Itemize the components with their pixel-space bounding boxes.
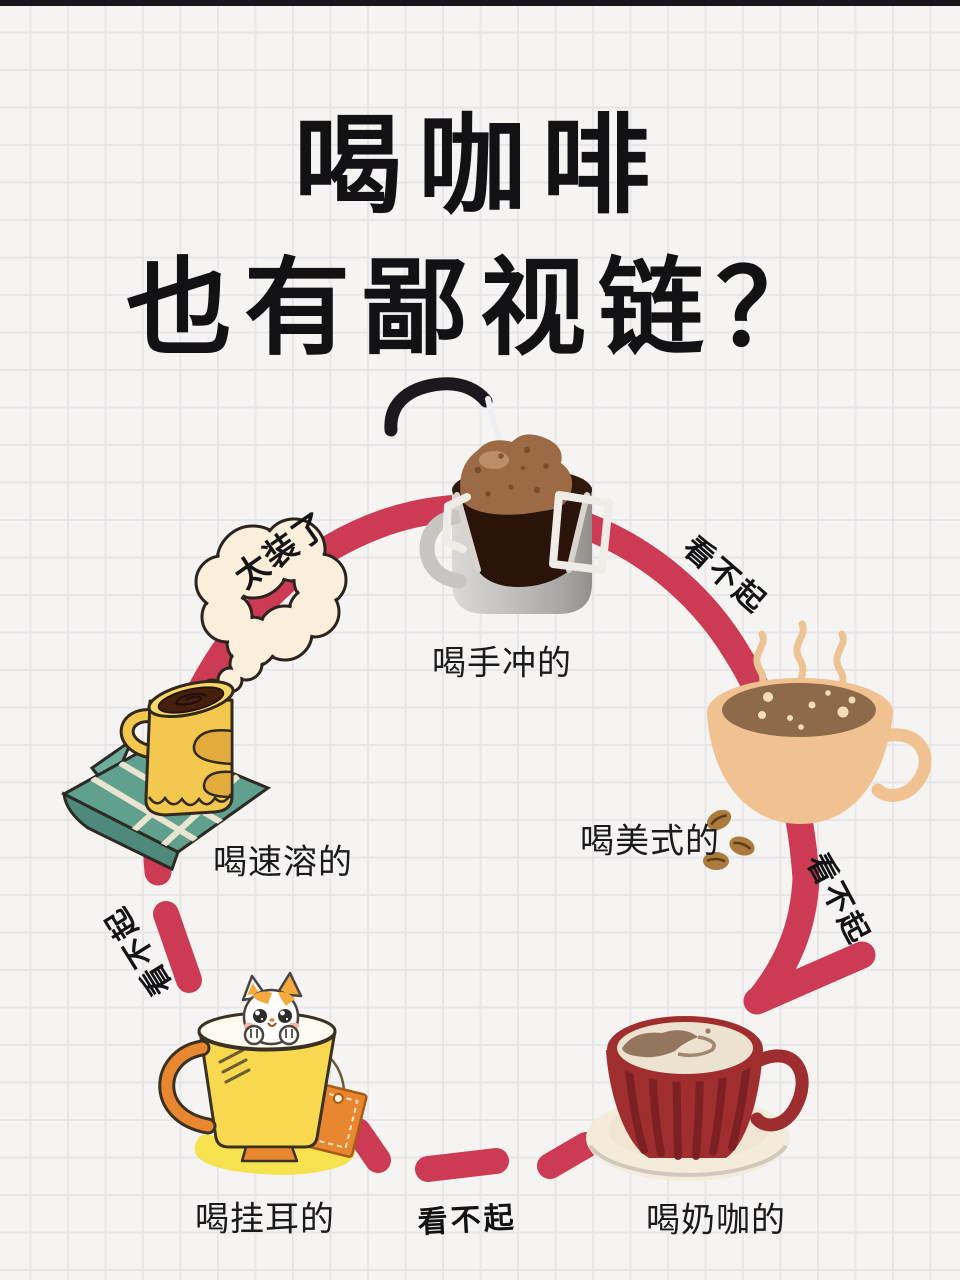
americano-cup-illustration [703,620,932,871]
page-title-line2: 也有鄙视链？ [126,250,834,368]
edge-label-milk-dripbag: 看不起 [416,1201,518,1240]
yellow-cup-body [198,1029,337,1149]
top-edge-bar [0,0,960,6]
pourover-illustration [384,377,613,614]
node-label-dripbag: 喝挂耳的 [195,1200,335,1239]
steam-cloud [191,517,348,707]
arrow-head [743,941,876,1015]
cat-paws [243,1024,300,1046]
cup-foot [240,1145,299,1163]
dashed-connector-bottom [345,1118,599,1182]
node-label-pourover: 喝手冲的 [432,644,572,683]
milk-coffee-cup-illustration [586,1016,809,1181]
dripbag-cup-cat-illustration [158,971,368,1175]
node-label-americano: 喝美式的 [580,822,720,861]
instant-coffee-illustration [60,679,272,872]
cup-body [707,714,893,824]
black-coffee-surface [722,683,876,737]
coffee-bubbles [758,690,856,730]
orange-handle [161,1042,214,1132]
red-cup-handle [750,1049,809,1132]
paper-hanger-left [442,493,471,553]
dashed-connector-left [153,901,202,993]
node-label-instant: 喝速溶的 [213,843,353,882]
coffee-beans-icon [703,809,755,871]
yellow-mug [119,679,235,817]
page-title-line1: 喝咖啡 [293,105,666,226]
cup-handle [871,728,932,802]
kettle-spout-icon [384,377,493,437]
paper-hanger-right [549,491,613,574]
node-label-milk-coffee: 喝奶咖的 [646,1201,786,1240]
